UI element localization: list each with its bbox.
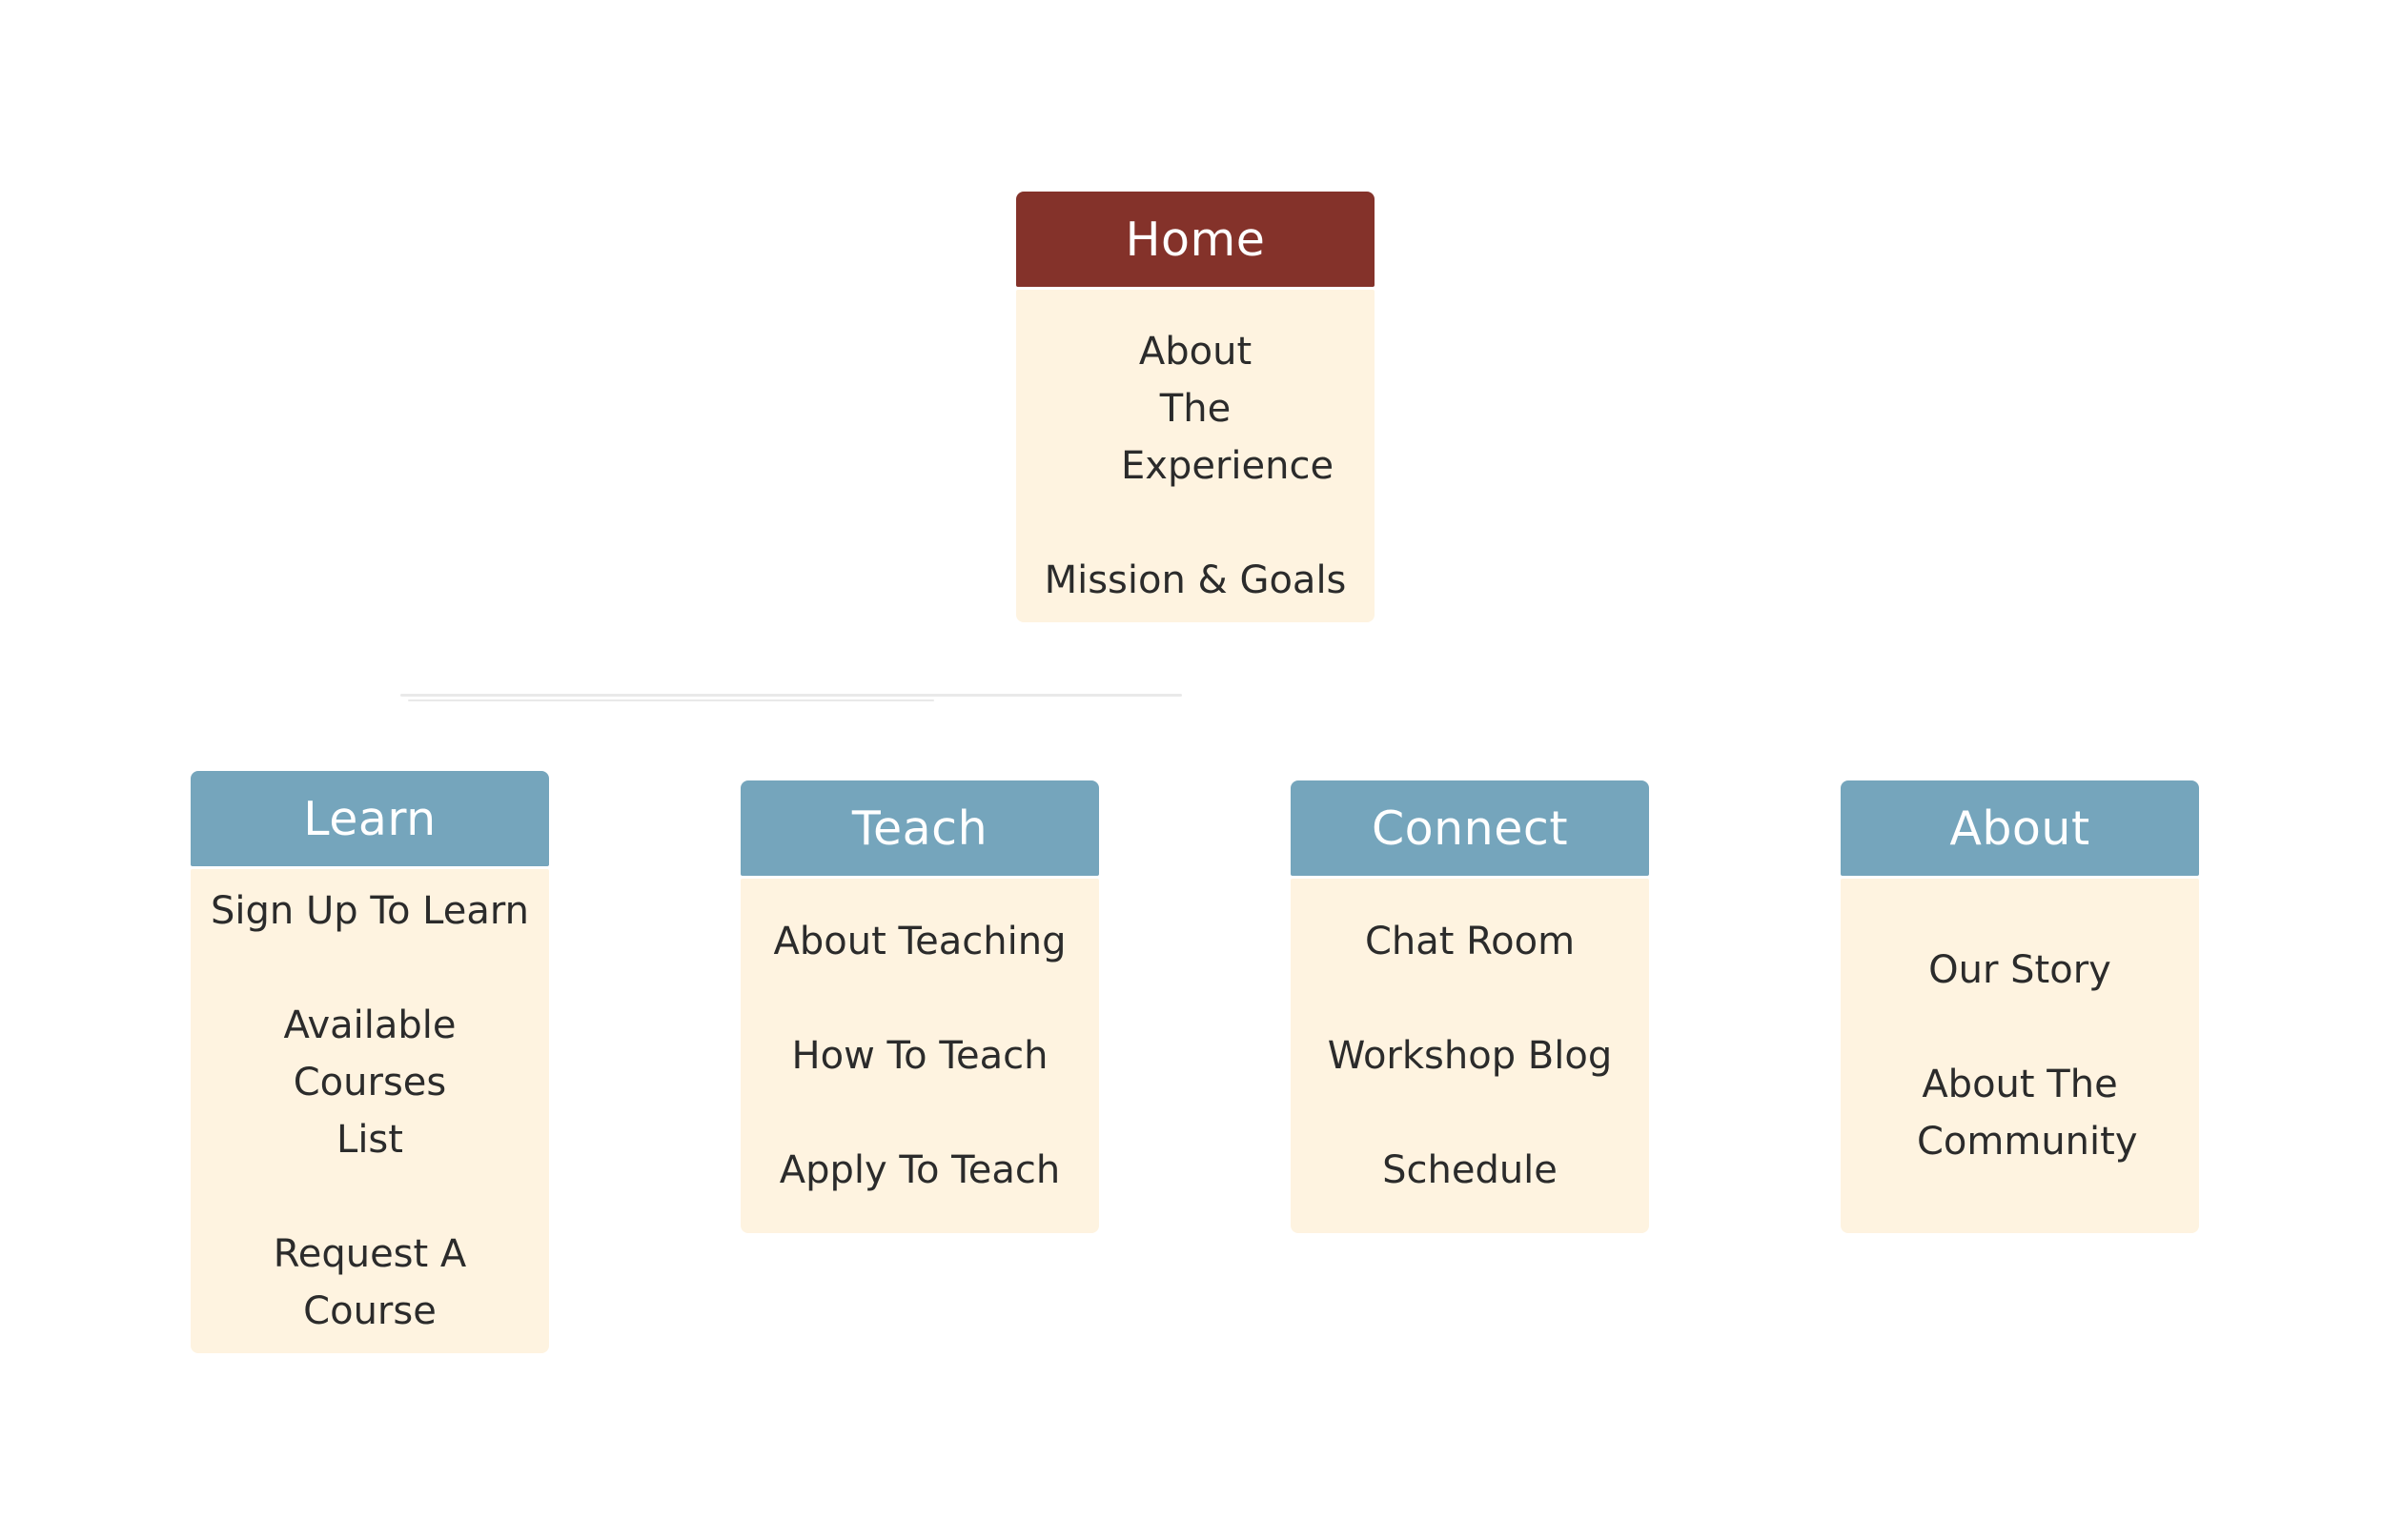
node-connect-header[interactable]: Connect xyxy=(1291,780,1649,876)
node-home-title: Home xyxy=(1125,212,1266,267)
node-learn-item[interactable]: Available Courses List xyxy=(283,1003,457,1162)
node-connect-title: Connect xyxy=(1371,800,1569,856)
node-teach-item[interactable]: Apply To Teach xyxy=(779,1148,1061,1192)
node-teach-body: About Teaching How To Teach Apply To Tea… xyxy=(741,879,1099,1233)
node-home-header[interactable]: Home xyxy=(1016,192,1375,287)
node-teach-header[interactable]: Teach xyxy=(741,780,1099,876)
node-teach-item[interactable]: How To Teach xyxy=(791,1034,1049,1078)
node-connect-body: Chat Room Workshop Blog Schedule xyxy=(1291,879,1649,1233)
node-about: About Our Story About The Community xyxy=(1841,780,2199,1233)
node-connect-item[interactable]: Chat Room xyxy=(1364,920,1576,963)
node-about-title: About xyxy=(1949,800,2090,856)
node-learn-header[interactable]: Learn xyxy=(191,771,549,866)
node-about-item[interactable]: About The Community xyxy=(1917,1063,2138,1164)
node-home-item[interactable]: About The Experience xyxy=(1121,329,1334,488)
node-teach-item[interactable]: About Teaching xyxy=(773,920,1067,963)
node-learn-body: Sign Up To Learn Available Courses List … xyxy=(191,869,549,1353)
node-learn: Learn Sign Up To Learn Available Courses… xyxy=(191,771,549,1353)
node-learn-item[interactable]: Sign Up To Learn xyxy=(211,889,529,933)
node-home-body: About The Experience Mission & Goals xyxy=(1016,290,1375,622)
node-connect-item[interactable]: Workshop Blog xyxy=(1327,1034,1613,1078)
node-home-item[interactable]: Mission & Goals xyxy=(1044,557,1347,602)
node-home: Home About The Experience Mission & Goal… xyxy=(1016,192,1375,622)
node-learn-item[interactable]: Request A Course xyxy=(273,1232,467,1333)
node-learn-title: Learn xyxy=(303,791,437,846)
node-teach: Teach About Teaching How To Teach Apply … xyxy=(741,780,1099,1233)
node-teach-title: Teach xyxy=(851,800,988,856)
node-about-item[interactable]: Our Story xyxy=(1928,948,2111,992)
node-about-body: Our Story About The Community xyxy=(1841,879,2199,1233)
node-connect-item[interactable]: Schedule xyxy=(1382,1148,1558,1192)
node-connect: Connect Chat Room Workshop Blog Schedule xyxy=(1291,780,1649,1233)
connector-line-main xyxy=(400,694,1182,697)
node-about-header[interactable]: About xyxy=(1841,780,2199,876)
connector-line-secondary xyxy=(408,699,934,701)
